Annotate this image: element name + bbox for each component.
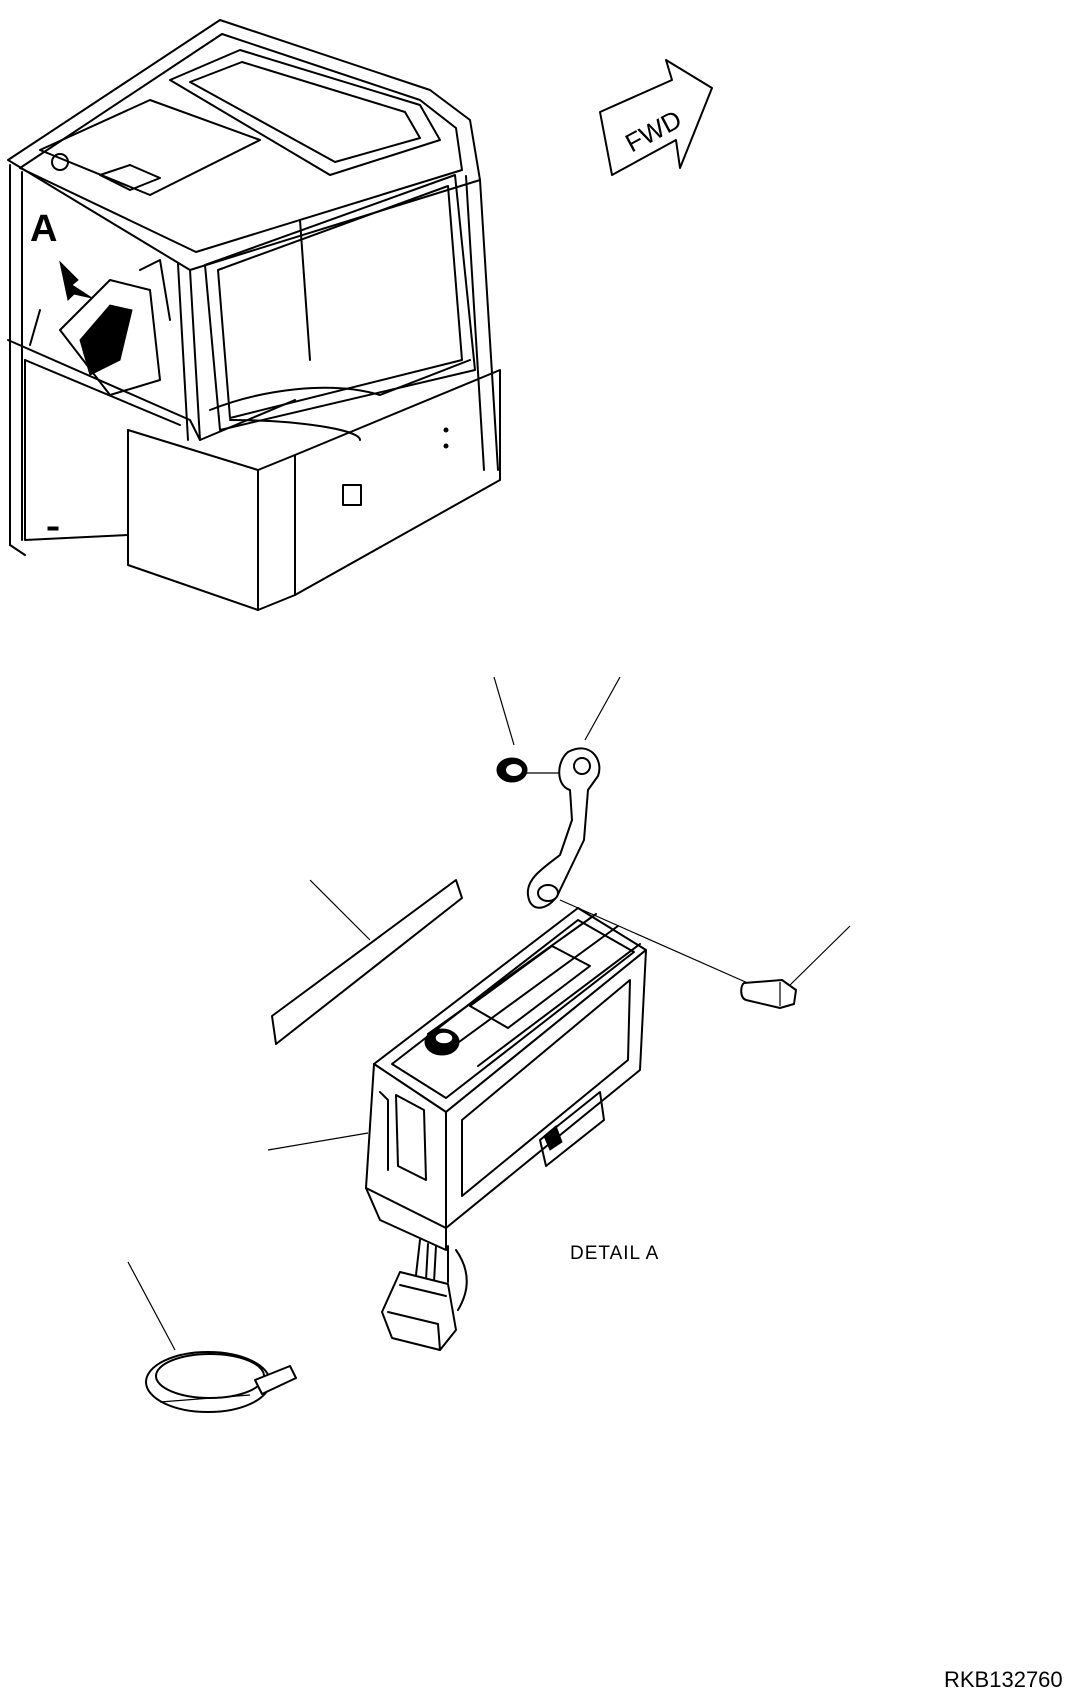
nut: [496, 757, 574, 783]
forward-arrow: [599, 59, 713, 176]
leader-line-bolt: [789, 925, 851, 986]
cable-tie: [145, 1351, 297, 1413]
cab-overview: [7, 19, 501, 611]
drawing-number: RKB132760: [944, 1667, 1063, 1692]
detail-a-parts: [127, 676, 851, 1413]
leader-line-bracket: [584, 676, 621, 741]
label-plate: [271, 879, 463, 1045]
leader-line-cable-tie: [127, 1261, 176, 1351]
bolt: [740, 979, 797, 1009]
leader-line-nut: [493, 676, 515, 746]
leader-line-controller: [267, 1132, 369, 1151]
bracket: [526, 747, 751, 985]
ac-controller: [365, 907, 647, 1351]
leader-line-label-plate: [309, 879, 371, 941]
detail-a-label: DETAIL A: [570, 1243, 660, 1264]
view-letter-label: A: [30, 208, 58, 250]
